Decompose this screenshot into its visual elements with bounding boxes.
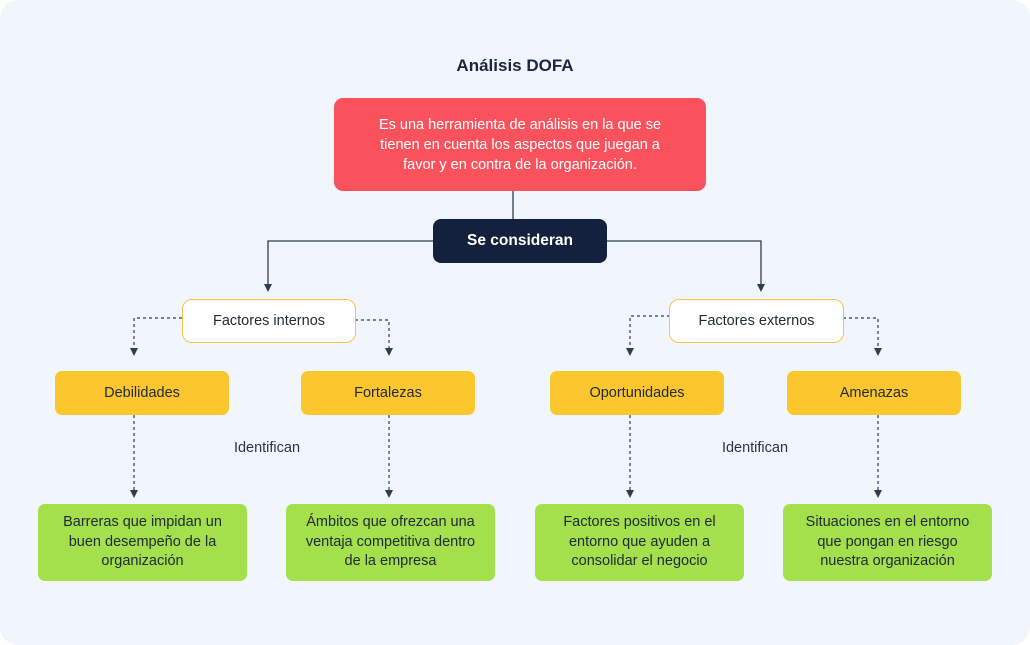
- definition-box: Es una herramienta de análisis en la que…: [334, 98, 706, 191]
- amenazas-description: Situaciones en el entorno que pongan en …: [805, 514, 970, 570]
- amenazas-label: Amenazas: [839, 385, 909, 401]
- connector-box: Se consideran: [433, 219, 607, 263]
- external-relation-label: Identifican: [721, 440, 789, 456]
- external-factors-label: Factores externos: [698, 313, 815, 329]
- arrow-internal-to-fortalezas: [355, 319, 393, 356]
- debilidades-label: Debilidades: [104, 385, 180, 401]
- fortalezas-description: Ámbitos que ofrezcan una ventaja competi…: [305, 514, 476, 570]
- debilidades-box: Debilidades: [55, 371, 229, 415]
- definition-text: Es una herramienta de análisis en la que…: [378, 116, 662, 173]
- fortalezas-label: Fortalezas: [354, 385, 422, 401]
- debilidades-description-box: Barreras que impidan un buen desempeño d…: [38, 504, 247, 581]
- amenazas-description-box: Situaciones en el entorno que pongan en …: [783, 504, 992, 581]
- arrow-external-to-oportunidades: [626, 315, 670, 356]
- fortalezas-box: Fortalezas: [301, 371, 475, 415]
- oportunidades-box: Oportunidades: [550, 371, 724, 415]
- internal-factors-label: Factores internos: [212, 313, 326, 329]
- fortalezas-description-box: Ámbitos que ofrezcan una ventaja competi…: [286, 504, 495, 581]
- oportunidades-description-box: Factores positivos en el entorno que ayu…: [535, 504, 744, 581]
- diagram-title: Análisis DOFA: [456, 56, 574, 75]
- debilidades-description: Barreras que impidan un buen desempeño d…: [63, 514, 222, 570]
- external-factors-box: Factores externos: [669, 299, 844, 343]
- internal-relation-label: Identifican: [233, 440, 301, 456]
- arrow-connector-to-external: [606, 240, 765, 292]
- amenazas-box: Amenazas: [787, 371, 961, 415]
- oportunidades-description: Factores positivos en el entorno que ayu…: [563, 514, 716, 570]
- arrow-connector-to-internal: [264, 240, 434, 292]
- arrow-external-to-amenazas: [843, 317, 882, 356]
- arrow-internal-to-debilidades: [130, 317, 182, 356]
- oportunidades-label: Oportunidades: [589, 385, 685, 401]
- internal-factors-box: Factores internos: [182, 299, 356, 343]
- connector-text: Se consideran: [467, 232, 573, 249]
